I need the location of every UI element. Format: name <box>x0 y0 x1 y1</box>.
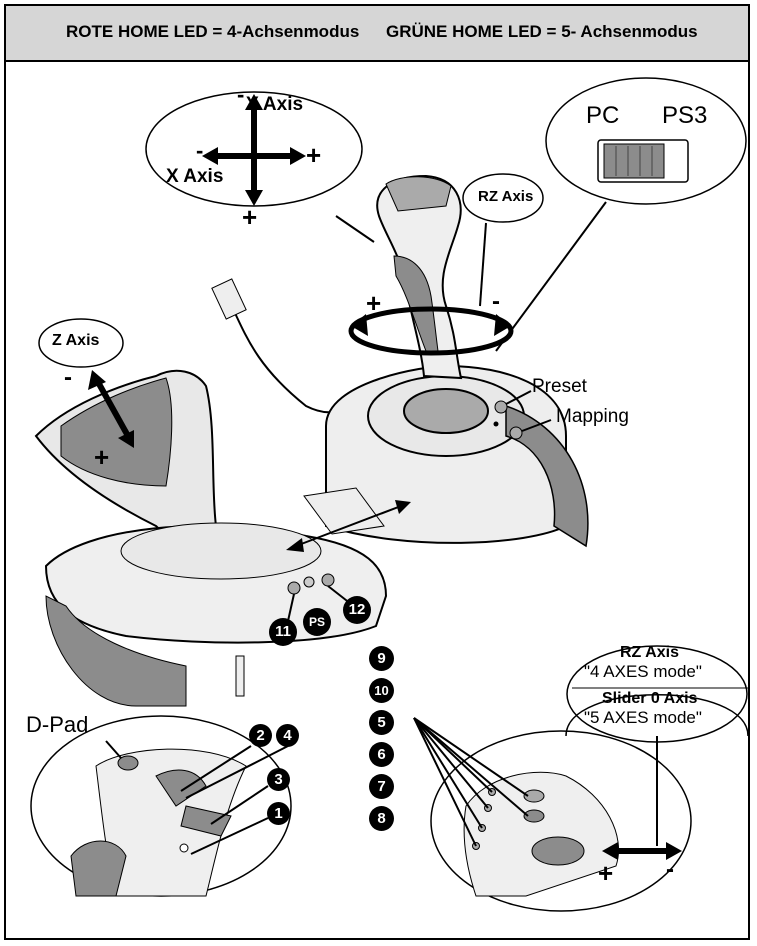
z-axis-label: Z Axis <box>52 332 100 349</box>
preset-button <box>494 400 508 414</box>
z-plus-sign: + <box>94 442 110 472</box>
rz-axis-bubble <box>462 173 544 223</box>
connection-arrow <box>295 505 402 547</box>
y-plus-sign: + <box>242 202 258 232</box>
badge-button-10: 10 <box>369 678 394 703</box>
preset-label: Preset <box>532 376 587 397</box>
badge-button-2: 2 <box>249 724 272 747</box>
rz-minus-sign: - <box>492 288 500 315</box>
button-12-knob <box>321 573 335 587</box>
badge-button-3: 3 <box>267 768 290 791</box>
y-minus-sign: - <box>237 82 245 107</box>
usb-cable <box>227 297 337 414</box>
base-wing <box>505 404 589 548</box>
z-axis-bubble <box>38 318 124 368</box>
mapping-button <box>509 426 523 440</box>
header-red-led: ROTE HOME LED = 4-Achsenmodus <box>66 22 360 41</box>
button-11-knob <box>287 581 301 595</box>
slider-axis-box-title: Slider 0 Axis <box>602 690 698 707</box>
diagram-frame: ROTE HOME LED = 4-Achsenmodus GRÜNE HOME… <box>4 4 750 940</box>
mapping-label: Mapping <box>556 406 629 427</box>
header-green-led: GRÜNE HOME LED = 5- Achsenmodus <box>386 22 698 41</box>
badge-button-8: 8 <box>369 806 394 831</box>
x-minus-sign: - <box>196 138 204 163</box>
slider-plus-sign: + <box>598 858 614 888</box>
slider-wheel <box>531 836 585 866</box>
rz-plus-sign: + <box>366 288 382 318</box>
badge-button-1: 1 <box>267 802 290 825</box>
x-plus-sign: + <box>306 140 322 170</box>
dpad <box>117 755 139 771</box>
badge-button-6: 6 <box>369 742 394 767</box>
badge-ps-button: PS <box>303 608 331 636</box>
pc-label: PC <box>586 102 620 129</box>
usb-plug <box>211 278 247 320</box>
ps3-label: PS3 <box>662 102 708 129</box>
joystick-illustration <box>30 77 749 912</box>
badge-button-7: 7 <box>369 774 394 799</box>
z-minus-sign: - <box>64 364 72 391</box>
header-bar: ROTE HOME LED = 4-Achsenmodus GRÜNE HOME… <box>6 6 748 62</box>
badge-button-12: 12 <box>343 596 371 624</box>
slider-minus-sign: - <box>666 856 674 883</box>
badge-button-5: 5 <box>369 710 394 735</box>
slider-axis-box-mode: "5 AXES mode" <box>584 708 702 727</box>
y-axis-label: Y Axis <box>246 94 304 115</box>
home-led <box>493 421 499 427</box>
rz-slider-bubble <box>566 645 748 743</box>
badge-button-9: 9 <box>369 646 394 671</box>
rz-axis-box-title: RZ Axis <box>620 644 679 661</box>
z-axis-arrow <box>95 380 131 438</box>
x-axis-label: X Axis <box>166 166 224 187</box>
badge-button-11: 11 <box>269 618 297 646</box>
rz-rotation-arrow <box>348 306 514 356</box>
badge-button-4: 4 <box>276 724 299 747</box>
rz-axis-box-mode: "4 AXES mode" <box>584 662 702 681</box>
dpad-label: D-Pad <box>26 712 89 737</box>
rz-axis-label: RZ Axis <box>478 188 534 205</box>
